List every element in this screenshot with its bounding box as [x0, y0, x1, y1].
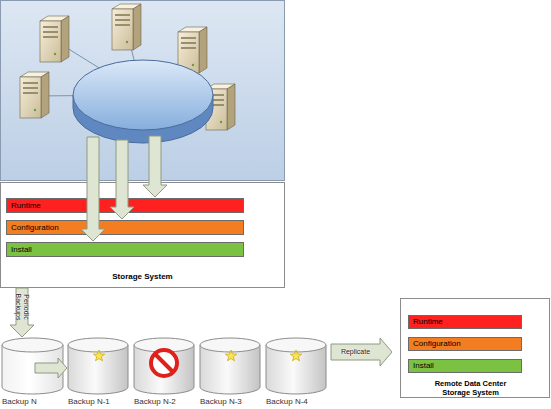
runtime-band: Runtime	[408, 315, 522, 329]
configuration-band: Configuration	[6, 220, 244, 235]
box-title: Remote Data Center Storage System	[423, 379, 518, 397]
network-links	[34, 28, 220, 108]
backup-label: Backup N-4	[266, 397, 308, 407]
network-link	[143, 51, 192, 95]
network-link	[54, 40, 143, 95]
backup-disk: Backup N-3	[199, 337, 261, 407]
backup-label: Backup N-1	[68, 397, 110, 407]
cylinder-top	[2, 338, 63, 352]
server-icon	[206, 84, 235, 130]
network-panel	[1, 1, 285, 181]
cylinder-shape	[265, 337, 327, 395]
box-title: Storage System	[1, 272, 284, 282]
cylinder-top	[200, 338, 260, 352]
band-label: Runtime	[413, 316, 443, 328]
network-link	[143, 95, 220, 108]
arrow-label: Replicate	[341, 348, 370, 356]
block-arrow	[10, 288, 34, 337]
backup-disk: Backup N-4	[265, 337, 327, 407]
cylinder-top	[266, 338, 326, 352]
remote-storage-box: Remote Data Center Storage System Runtime…	[400, 298, 550, 398]
band-label: Configuration	[413, 338, 461, 350]
storage-system-box: Storage System RuntimeConfigurationInstal…	[0, 182, 285, 288]
backup-label: Backup N-3	[200, 397, 242, 407]
backup-disk: Backup N-1	[67, 337, 129, 407]
cylinder-shape	[133, 337, 195, 395]
block-arrow	[331, 338, 392, 366]
band-label: Runtime	[11, 199, 41, 212]
band-label: Configuration	[11, 221, 59, 234]
server-icon	[20, 72, 49, 118]
band-label: Install	[413, 360, 434, 372]
server-icon	[40, 16, 69, 62]
cylinder-shape	[199, 337, 261, 395]
cylinder-top	[68, 338, 128, 352]
backup-disk: Backup N-2	[133, 337, 195, 407]
block-arrow	[35, 358, 67, 378]
cylinder-shape	[67, 337, 129, 395]
band-label: Install	[11, 243, 32, 256]
arrow-label: Periodic Backups	[14, 287, 30, 327]
backup-disk: Backup N	[1, 337, 64, 407]
cylinder-shape	[1, 337, 64, 395]
network-link	[34, 95, 143, 96]
runtime-band: Runtime	[6, 198, 244, 213]
install-band: Install	[408, 359, 522, 373]
network-link	[126, 28, 143, 95]
disk-top	[73, 60, 213, 130]
backup-label: Backup N-2	[134, 397, 176, 407]
server-icon	[178, 27, 207, 73]
configuration-band: Configuration	[408, 337, 522, 351]
install-band: Install	[6, 242, 244, 257]
server-icon	[112, 4, 141, 50]
cylinder-top	[134, 338, 194, 352]
backup-label: Backup N	[2, 397, 37, 407]
disk-side	[73, 95, 213, 143]
